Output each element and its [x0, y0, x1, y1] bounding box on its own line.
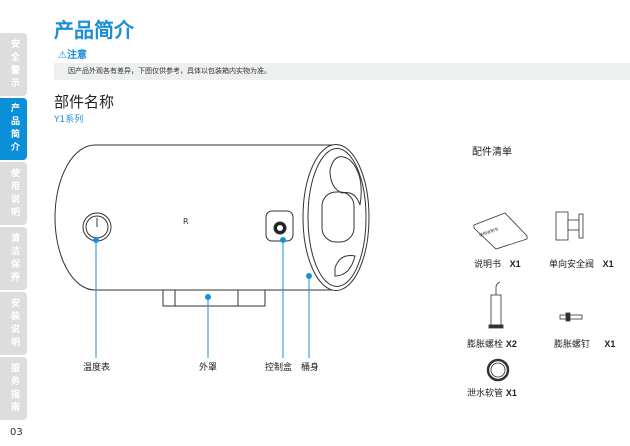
bottom-cover-shape [162, 290, 266, 307]
expansion-bolt-icon [490, 294, 502, 326]
accessory-item: 说明书 X1 [474, 257, 521, 270]
tab-label: 安装说明 [9, 297, 19, 350]
label-thermometer: 温度表 [83, 363, 111, 373]
tab-label: 安全警示 [9, 38, 19, 91]
accessory-name: 单向安全阀 [549, 260, 595, 270]
safety-valve-icon [555, 211, 569, 241]
accessories-title: 配件清单 [472, 147, 512, 158]
sidebar-tab-usage[interactable]: 使用说明 [0, 162, 27, 225]
tab-label: 清洁保养 [9, 232, 19, 285]
tab-label: 产品简介 [9, 103, 19, 155]
warning-icon: ⚠ [58, 50, 67, 61]
accessory-name: 膨胀螺栓 [467, 340, 504, 350]
accessory-item: 单向安全阀 X1 [549, 257, 614, 270]
page-number: 03 [10, 427, 23, 438]
expansion-screw-icon [559, 314, 583, 320]
section-title: 部件名称 [54, 93, 115, 111]
accessory-qty: X1 [604, 339, 616, 349]
accessory-name: 说明书 [474, 260, 502, 270]
accessory-item: 膨胀螺钉 X1 [554, 337, 615, 350]
accessory-item: 泄水软管 X1 [467, 386, 517, 399]
sidebar-tab-safety[interactable]: 安全警示 [0, 33, 27, 96]
tab-label: 使用说明 [9, 167, 19, 220]
accessory-item: 膨胀螺栓 X2 [467, 337, 517, 350]
accessory-qty: X1 [509, 259, 521, 269]
sidebar-tab-installation[interactable]: 安装说明 [0, 292, 27, 355]
tab-label: 服务指南 [9, 362, 19, 415]
accessory-qty: X2 [505, 339, 517, 349]
accessory-name: 泄水软管 [467, 389, 504, 399]
label-tank: 桶身 [301, 363, 320, 373]
page-title: 产品简介 [54, 18, 134, 42]
label-cover: 外罩 [199, 363, 218, 373]
sidebar-tab-service[interactable]: 服务指南 [0, 357, 27, 420]
accessory-qty: X1 [602, 259, 614, 269]
sidebar-tab-product-intro[interactable]: 产品简介 [0, 98, 27, 160]
sidebar-tab-cleaning[interactable]: 清洁保养 [0, 227, 27, 290]
series-label: Y1系列 [54, 115, 84, 125]
accessory-name: 膨胀螺钉 [554, 340, 591, 350]
notice-label: 注意 [66, 50, 87, 61]
brand-logo: R [183, 217, 189, 226]
label-control-box: 控制盒 [265, 363, 293, 373]
notice-text: 因产品外观各有差异，下图仅供参考，具体以包装箱内实物为准。 [54, 63, 630, 80]
tank-body [54, 144, 336, 291]
notice-heading: ⚠注意 [58, 46, 87, 61]
accessory-qty: X1 [505, 388, 517, 398]
